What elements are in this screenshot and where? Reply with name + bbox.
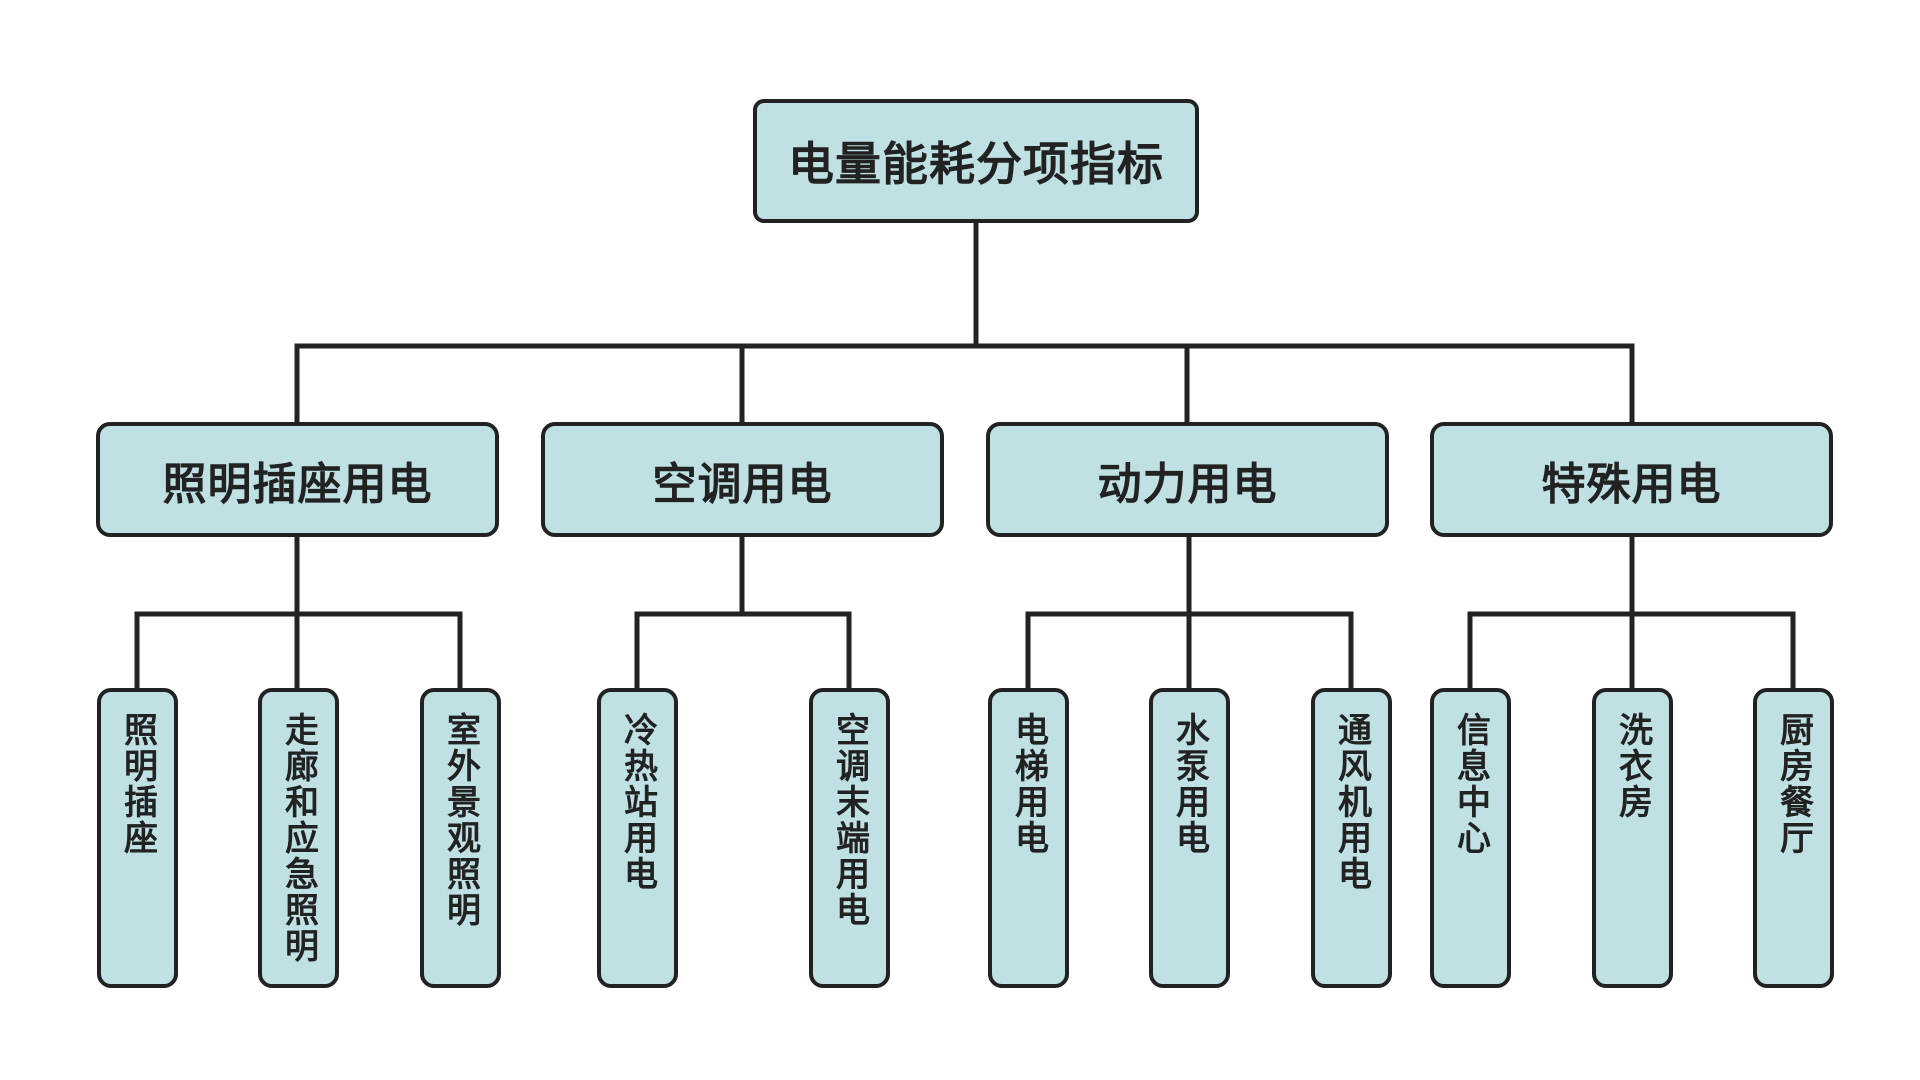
category-node-air-conditioning: 空调用电 — [541, 422, 944, 537]
leaf-node-corridor-emergency-lighting: 走廊和应急照明 — [258, 688, 339, 988]
category-node-special: 特殊用电 — [1430, 422, 1833, 537]
leaf-label: 照明插座 — [117, 712, 158, 856]
leaf-node-information-center: 信息中心 — [1430, 688, 1511, 988]
leaf-label: 走廊和应急照明 — [278, 712, 319, 964]
category-node-lighting-socket: 照明插座用电 — [96, 422, 499, 537]
category-label: 照明插座用电 — [162, 458, 433, 510]
root-node: 电量能耗分项指标 — [753, 99, 1199, 223]
category-label: 动力用电 — [1097, 458, 1278, 510]
leaf-node-ventilation-fan: 通风机用电 — [1311, 688, 1392, 988]
leaf-label: 洗衣房 — [1612, 712, 1653, 820]
leaf-label: 冷热站用电 — [617, 712, 658, 892]
leaf-node-elevator: 电梯用电 — [988, 688, 1069, 988]
leaf-label: 厨房餐厅 — [1773, 712, 1814, 856]
category-label: 特殊用电 — [1541, 458, 1722, 510]
leaf-node-water-pump: 水泵用电 — [1149, 688, 1230, 988]
leaf-label: 通风机用电 — [1331, 712, 1372, 892]
leaf-label: 室外景观照明 — [440, 712, 481, 928]
category-node-power: 动力用电 — [986, 422, 1389, 537]
category-label: 空调用电 — [652, 458, 833, 510]
leaf-label: 信息中心 — [1450, 712, 1491, 856]
leaf-label: 电梯用电 — [1008, 712, 1049, 856]
leaf-label: 空调末端用电 — [829, 712, 870, 928]
leaf-node-chiller-heating-station: 冷热站用电 — [597, 688, 678, 988]
leaf-node-laundry-room: 洗衣房 — [1592, 688, 1673, 988]
leaf-node-lighting-socket: 照明插座 — [97, 688, 178, 988]
leaf-node-ac-terminal: 空调末端用电 — [809, 688, 890, 988]
leaf-node-outdoor-landscape-lighting: 室外景观照明 — [420, 688, 501, 988]
leaf-node-kitchen-dining: 厨房餐厅 — [1753, 688, 1834, 988]
root-label: 电量能耗分项指标 — [788, 137, 1164, 191]
leaf-label: 水泵用电 — [1169, 712, 1210, 856]
